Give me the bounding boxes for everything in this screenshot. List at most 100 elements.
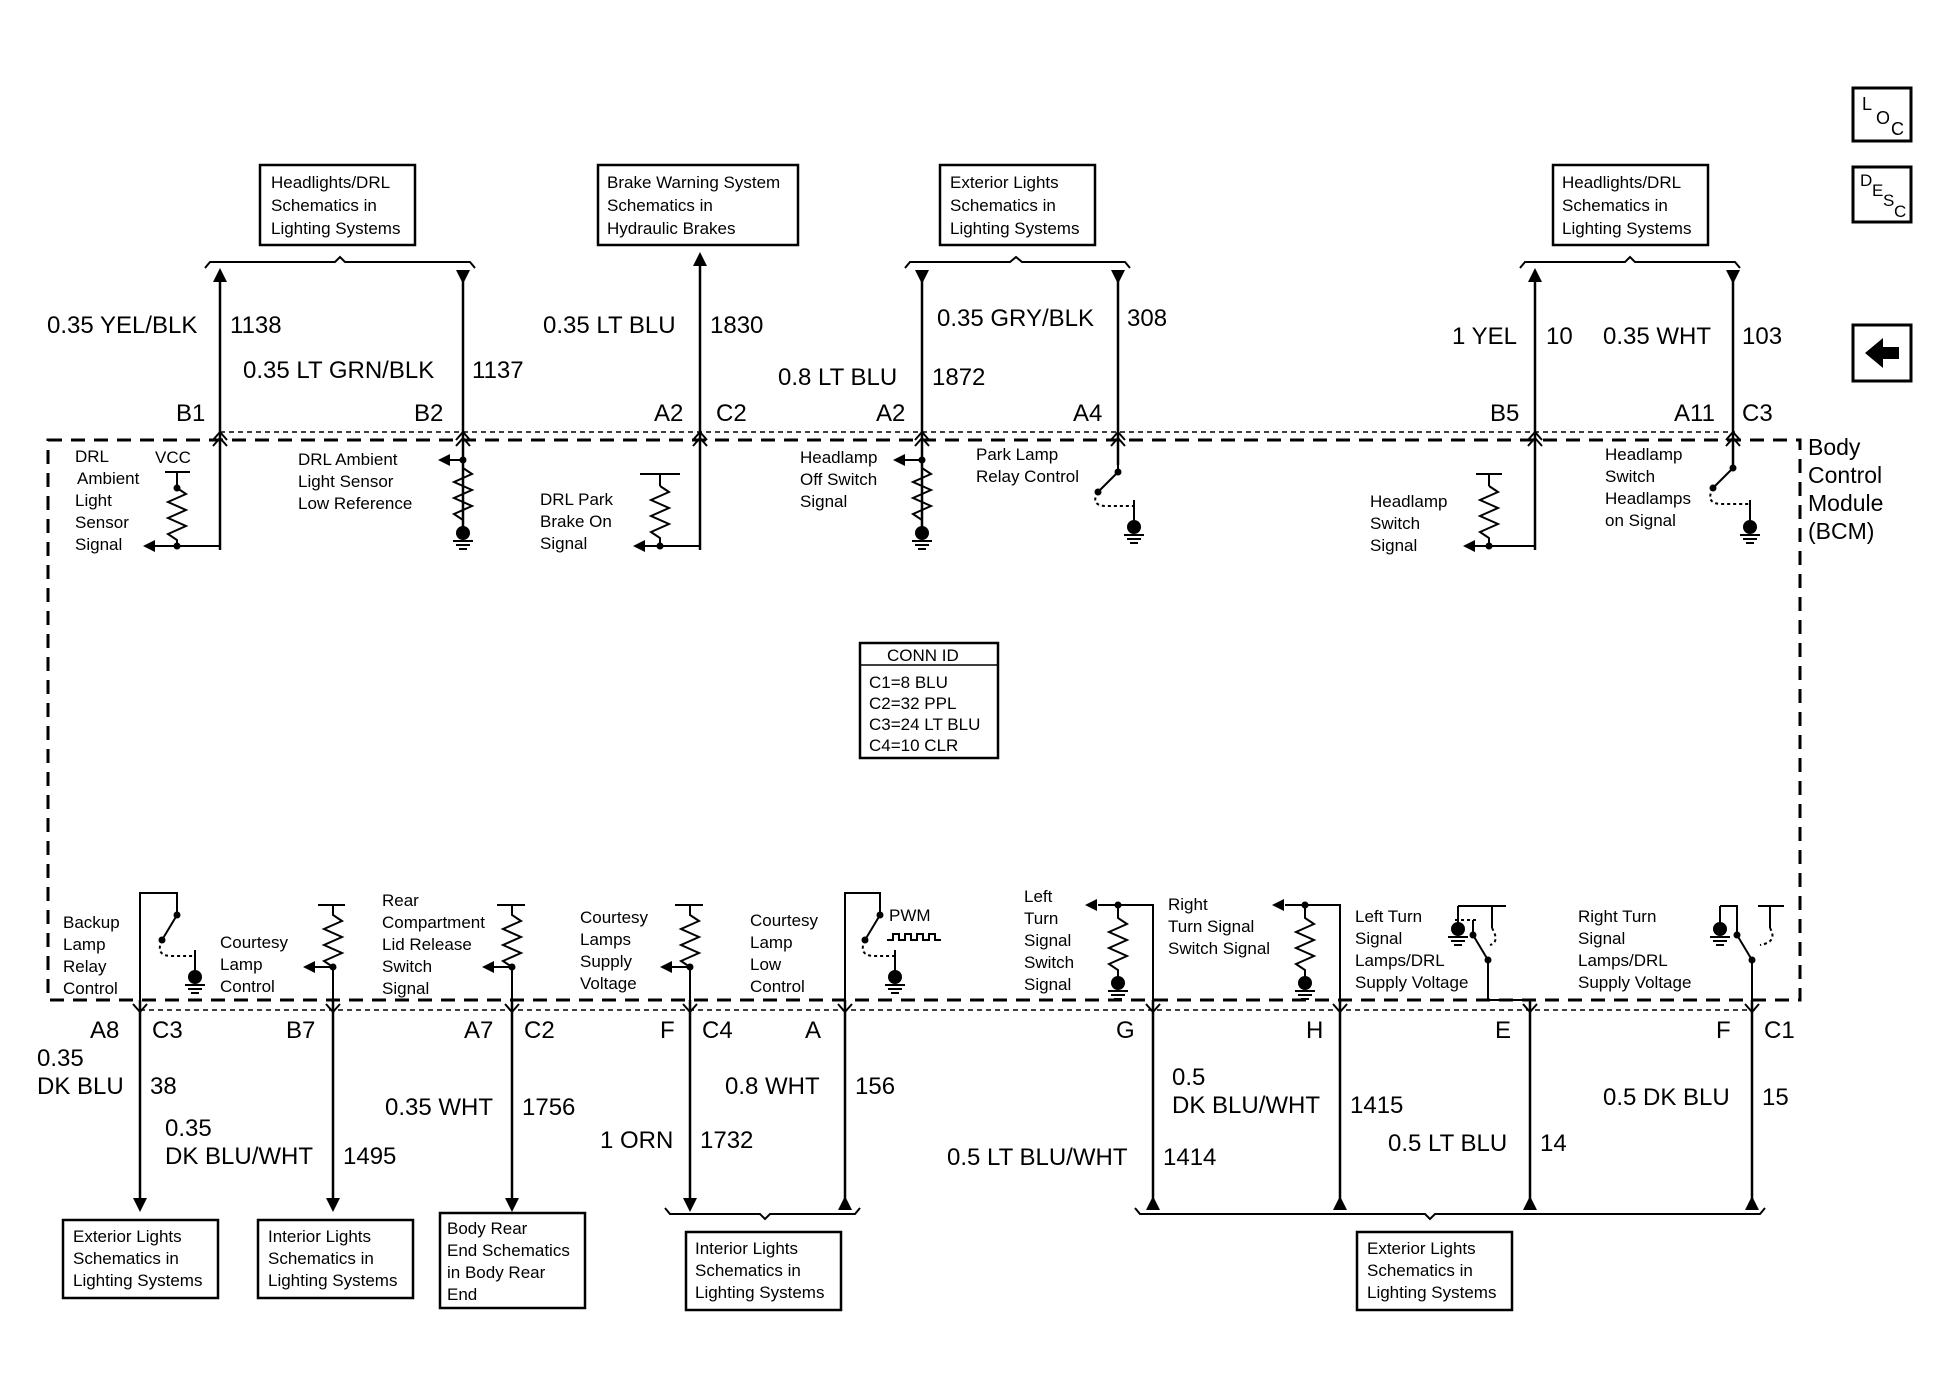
wire-color-label: 1 ORN xyxy=(600,1127,673,1154)
top-reference-3: Exterior Lights Schematics in Lighting S… xyxy=(938,163,1097,247)
module-label-line: Control xyxy=(1808,462,1882,488)
ground-symbols-top xyxy=(453,520,1760,550)
wire-circuit-label: 10 xyxy=(1546,323,1573,350)
wire-color-label: DK BLU xyxy=(37,1073,124,1100)
function-label: Signal xyxy=(1578,929,1625,948)
pin-label: C3 xyxy=(1742,400,1773,427)
pin-label: E xyxy=(1495,1017,1511,1044)
function-label: Left xyxy=(1024,887,1053,906)
ref-line: Hydraulic Brakes xyxy=(607,219,736,238)
function-label: Supply Voltage xyxy=(1355,973,1468,992)
function-label: Signal xyxy=(75,535,122,554)
vcc-label: VCC xyxy=(155,448,191,467)
ref-line: Headlights/DRL xyxy=(271,173,390,192)
bottom-connector-chevrons xyxy=(132,1003,1760,1014)
wire-circuit-label: 308 xyxy=(1127,305,1167,332)
function-label: Signal xyxy=(382,979,429,998)
ref-line: Headlights/DRL xyxy=(1562,173,1681,192)
conn-id-line: C3=24 LT BLU xyxy=(869,715,980,734)
pin-label: C1 xyxy=(1764,1017,1795,1044)
loc-mid-letter: O xyxy=(1876,108,1890,128)
function-label: Headlamp xyxy=(800,448,878,467)
function-label: Park Lamp xyxy=(976,445,1058,464)
wire-circuit-label: 1414 xyxy=(1163,1144,1216,1171)
function-label: Switch xyxy=(382,957,432,976)
function-label: Light Sensor xyxy=(298,472,394,491)
wire-circuit-label: 15 xyxy=(1762,1084,1789,1111)
back-button[interactable] xyxy=(1851,323,1913,383)
ref-line: Schematics in xyxy=(73,1249,179,1268)
desc-mid-letter: E xyxy=(1872,181,1883,200)
wire-circuit-label: 38 xyxy=(150,1073,177,1100)
module-label-line: Body xyxy=(1808,434,1861,460)
ref-line: Lighting Systems xyxy=(950,219,1079,238)
ref-line: Brake Warning System xyxy=(607,173,780,192)
wire-color-label: DK BLU/WHT xyxy=(1172,1092,1320,1119)
function-label: on Signal xyxy=(1605,511,1676,530)
bottom-reference-4: Interior Lights Schematics in Lighting S… xyxy=(684,1230,843,1312)
function-label: DRL Ambient xyxy=(298,450,398,469)
location-button[interactable]: L O C xyxy=(1851,86,1913,143)
pin-label: A7 xyxy=(464,1017,493,1044)
description-button[interactable]: D E S C xyxy=(1851,165,1913,224)
pin-label: B7 xyxy=(286,1017,315,1044)
wire-color-label: 0.35 WHT xyxy=(385,1094,493,1121)
wire-circuit-label: 1756 xyxy=(522,1094,575,1121)
function-label: Control xyxy=(220,977,275,996)
function-label: Lamp xyxy=(220,955,263,974)
pin-label: C4 xyxy=(702,1017,733,1044)
ref-line: Schematics in xyxy=(271,196,377,215)
function-label: Lid Release xyxy=(382,935,472,954)
wire-color-label: 0.35 LT GRN/BLK xyxy=(243,357,434,384)
ref-line: Interior Lights xyxy=(268,1227,371,1246)
ref-line: Lighting Systems xyxy=(271,219,400,238)
top-connector-chevrons xyxy=(212,430,1741,447)
function-label: Low Reference xyxy=(298,494,412,513)
wire-circuit-label: 1415 xyxy=(1350,1092,1403,1119)
function-label: DRL Park xyxy=(540,490,614,509)
conn-id-line: C4=10 CLR xyxy=(869,736,958,755)
bottom-internal-markers xyxy=(158,899,1756,973)
pin-label: B2 xyxy=(414,400,443,427)
wire-color-label: 0.35 xyxy=(37,1045,84,1072)
ref-line: Exterior Lights xyxy=(1367,1239,1476,1258)
top-wire-arrows xyxy=(213,252,1740,284)
wire-circuit-label: 14 xyxy=(1540,1130,1567,1157)
loc-main-letter: L xyxy=(1862,94,1872,114)
bottom-wire-arrows xyxy=(133,1196,1759,1212)
function-label: Relay Control xyxy=(976,467,1079,486)
top-pin-labels: B1 B2 A2 C2 A2 A4 B5 A11 C3 xyxy=(176,400,1773,427)
ref-line: End xyxy=(447,1285,477,1304)
function-label: Signal xyxy=(1024,975,1071,994)
function-label: Lamps/DRL xyxy=(1355,951,1445,970)
module-label: Body Control Module (BCM) xyxy=(1808,434,1883,544)
ref-line: Exterior Lights xyxy=(73,1227,182,1246)
function-label: Courtesy xyxy=(750,911,819,930)
bottom-internal-circuits xyxy=(139,892,1784,1000)
pin-label: A11 xyxy=(1674,400,1715,427)
function-label: Low xyxy=(750,955,782,974)
pin-label: F xyxy=(1716,1017,1731,1044)
ref-line: Schematics in xyxy=(1562,196,1668,215)
bottom-wire-labels: 0.35 DK BLU 38 0.35 DK BLU/WHT 1495 0.35… xyxy=(37,1045,1789,1171)
ref-line: End Schematics xyxy=(447,1241,570,1260)
function-label: Signal xyxy=(800,492,847,511)
pin-label: A2 xyxy=(654,400,683,427)
wire-color-label: 0.35 WHT xyxy=(1603,323,1711,350)
bottom-reference-5: Exterior Lights Schematics in Lighting S… xyxy=(1355,1230,1514,1312)
function-label: Lamp xyxy=(750,933,793,952)
ref-line: Body Rear xyxy=(447,1219,528,1238)
wire-color-label: 0.8 LT BLU xyxy=(778,364,897,391)
wire-color-label: 0.5 LT BLU xyxy=(1388,1130,1507,1157)
ref-line: Lighting Systems xyxy=(73,1271,202,1290)
module-label-line: (BCM) xyxy=(1808,518,1874,544)
function-label: Supply xyxy=(580,952,632,971)
function-label: Lamps xyxy=(580,930,631,949)
function-label: Lamp xyxy=(63,935,106,954)
function-label: Rear xyxy=(382,891,419,910)
pin-label: C3 xyxy=(152,1017,183,1044)
function-label: Backup xyxy=(63,913,120,932)
ref-line: Schematics in xyxy=(695,1261,801,1280)
function-label: Ambient xyxy=(77,469,140,488)
ref-line: Lighting Systems xyxy=(1562,219,1691,238)
